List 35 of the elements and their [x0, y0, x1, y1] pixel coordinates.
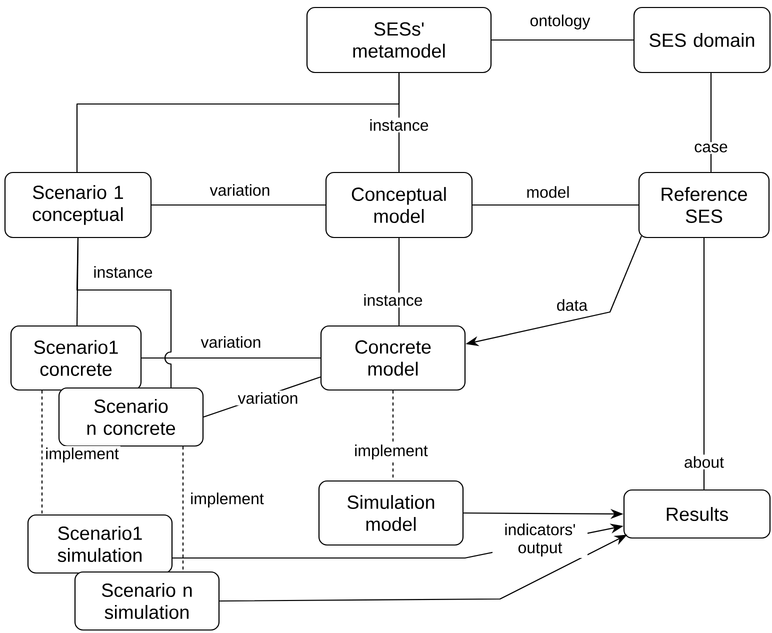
process-box: Results — [623, 489, 771, 539]
edge-label: implement — [44, 446, 120, 464]
dashed-line — [41, 390, 43, 514]
process-box: SES domain — [633, 6, 771, 74]
dashed-line — [182, 446, 184, 572]
process-box: Simulation model — [318, 480, 464, 546]
connector-line — [142, 357, 320, 359]
connector-line — [152, 204, 326, 206]
process-box: Scenario 1 conceptual — [4, 172, 152, 238]
edge-label: implement — [352, 443, 430, 461]
process-box: SESs' metamodel — [306, 6, 492, 74]
edge-label: model — [524, 184, 572, 200]
edge-label: variation — [208, 182, 272, 198]
edge-label: variation — [199, 334, 263, 350]
process-box: Reference SES — [638, 172, 770, 238]
edge-label: about — [682, 454, 726, 470]
edge-label: ontology — [528, 13, 592, 31]
edge-label: instance — [362, 292, 424, 308]
connector-line — [492, 39, 634, 41]
process-box: Scenario n simulation — [74, 571, 220, 631]
connector-line — [703, 238, 705, 490]
process-box: Scenario1 concrete — [10, 325, 142, 391]
process-box: Conceptual model — [325, 172, 473, 238]
process-box: Concrete model — [320, 325, 466, 391]
edge-label: indicators' output — [492, 522, 588, 558]
connector-line — [76, 238, 172, 388]
edge-label: instance — [368, 118, 430, 132]
process-box: Scenario1 simulation — [27, 514, 173, 574]
edge-label: variation — [236, 390, 300, 406]
edge-label: data — [554, 298, 590, 312]
edge-label: instance — [92, 264, 154, 280]
connector-line — [472, 204, 638, 206]
connector-line — [710, 73, 712, 172]
edge-label: implement — [188, 491, 266, 509]
edge-label: case — [692, 142, 730, 154]
